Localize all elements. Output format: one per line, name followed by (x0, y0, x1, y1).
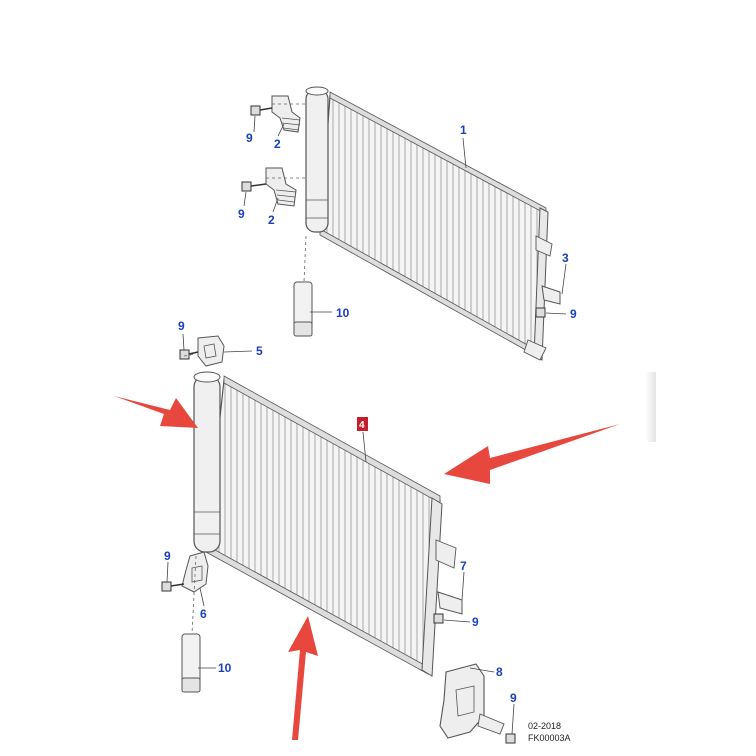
callout-bracket-upper-b: 2 (268, 213, 275, 227)
bracket-left-bottom (181, 551, 209, 593)
bracket-left-top (197, 335, 225, 367)
footer-date: 02-2018 (528, 721, 561, 731)
highlight-arrows (114, 396, 620, 740)
callout-bolt-2: 9 (238, 207, 245, 221)
bracket-right-bottom (439, 663, 505, 739)
callout-lower-condenser-box: 4 (357, 417, 368, 431)
bracket-upper-b (265, 167, 297, 207)
callout-bracket-left-bottom: 6 (200, 607, 207, 621)
bracket-upper-a (271, 95, 301, 133)
callout-bolt-1: 9 (246, 131, 253, 145)
arrow-right (444, 424, 620, 484)
guide-lines-upper (266, 103, 307, 283)
callout-bracket-left-top: 5 (256, 344, 263, 358)
guide-lines-lower (183, 353, 197, 635)
callout-bolt-7: 9 (510, 691, 517, 705)
callout-bolt-5: 9 (164, 549, 171, 563)
upper-condenser (305, 86, 553, 361)
bolt-left-top (179, 349, 199, 360)
callout-bracket-upper-a: 2 (274, 137, 281, 151)
callout-bolt-3: 9 (570, 307, 577, 321)
arrow-left (114, 396, 198, 428)
callout-bracket-right-bottom: 8 (496, 665, 503, 679)
scroll-edge-shadow (645, 372, 656, 442)
arrow-bottom (288, 616, 318, 740)
callout-drier-lower: 10 (218, 661, 232, 675)
bolt-upper-b (241, 181, 267, 192)
callout-bolt-6: 9 (472, 615, 479, 629)
callout-upper-condenser: 1 (460, 123, 467, 137)
drier-lower (181, 633, 201, 693)
bolt-upper-right (535, 285, 561, 318)
lower-condenser (193, 371, 457, 677)
callout-bracket-right-mid: 7 (460, 559, 467, 573)
bracket-right-mid (437, 591, 463, 615)
callout-drier-upper: 10 (336, 306, 350, 320)
callout-lower-condenser: 4 (359, 420, 365, 431)
bolt-right-mid (433, 613, 444, 624)
callout-bolt-4: 9 (178, 319, 185, 333)
leader-lines (166, 115, 567, 735)
bolt-left-bottom (161, 581, 185, 592)
footer-code: FK00003A (528, 733, 571, 743)
callout-labels: 1 2 2 3 9 9 9 10 9 5 9 6 10 7 9 8 9 (164, 123, 577, 705)
bolt-upper-a (250, 105, 273, 116)
callout-bracket-upper-right: 3 (562, 251, 569, 265)
drier-upper (293, 281, 313, 337)
bolt-right-bottom (505, 733, 516, 744)
